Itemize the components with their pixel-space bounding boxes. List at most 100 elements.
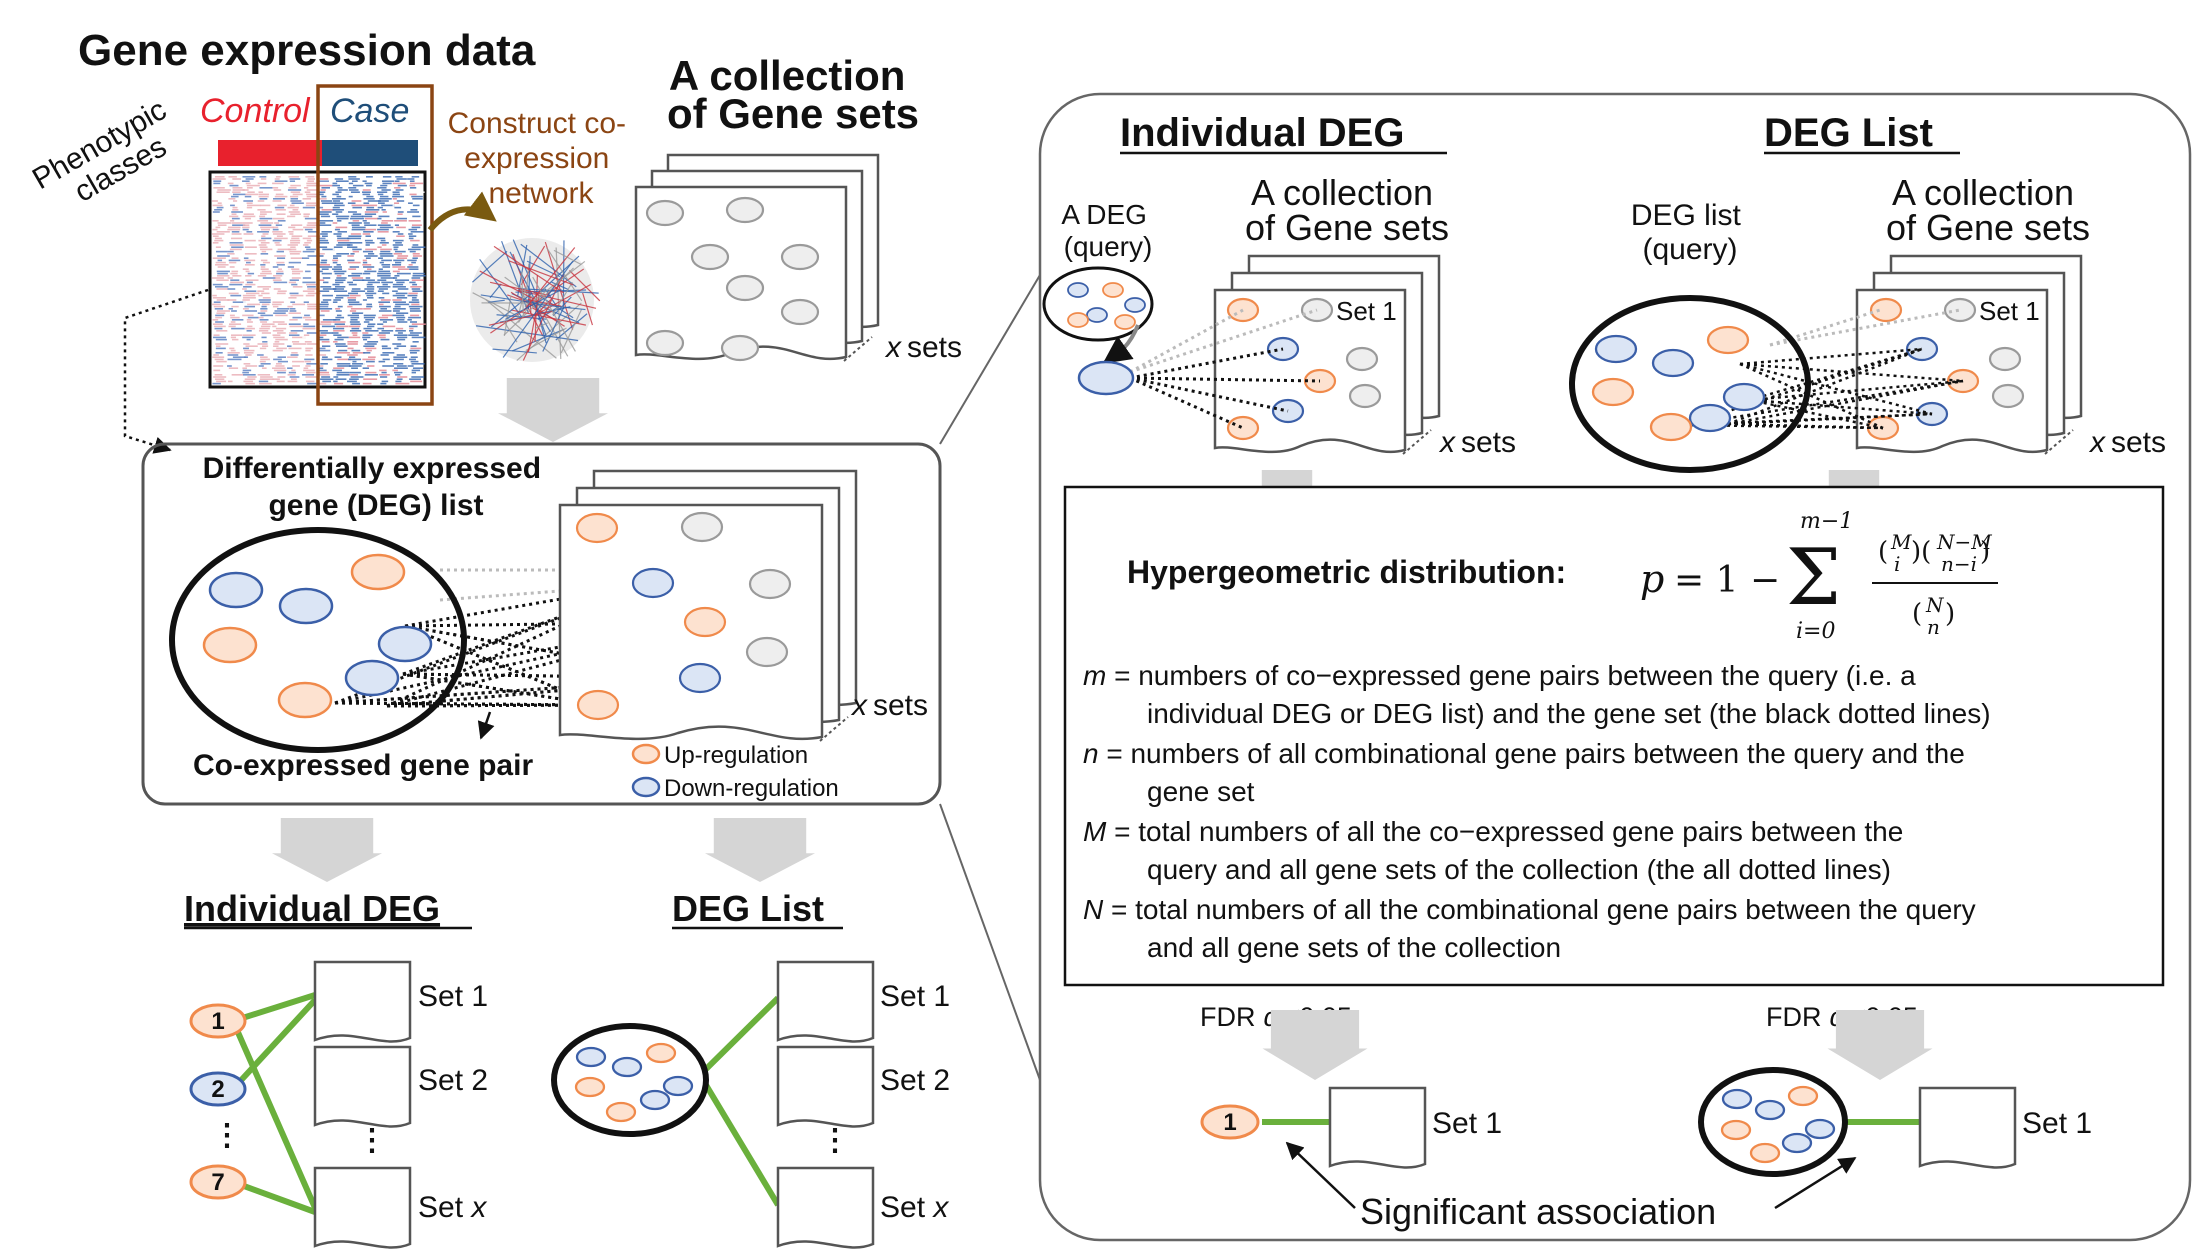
deg-gene bbox=[662, 1075, 694, 1097]
svg-text:i: i bbox=[1894, 552, 1900, 576]
legend-up-label: Up-regulation bbox=[664, 742, 808, 769]
definitions-list: m = numbers of co−expressed gene pairs b… bbox=[1083, 660, 1991, 963]
setx-label: Set x bbox=[418, 1191, 487, 1224]
phenotypic-classes-label: Phenotypic classes bbox=[27, 89, 195, 224]
right-list-network: Set 1 bbox=[1569, 254, 2083, 473]
gene-number: 1 bbox=[211, 1008, 224, 1035]
svg-text:N: N bbox=[1925, 593, 1945, 617]
right-individual-network: Set 1 bbox=[1042, 254, 1441, 455]
gene-node bbox=[189, 1164, 247, 1200]
grey-arrow-fdr-right bbox=[1827, 1010, 1933, 1080]
deg-gene bbox=[1706, 325, 1750, 355]
significant-pointer-right bbox=[1774, 1156, 1857, 1210]
significant-association-label: Significant association bbox=[1360, 1191, 1716, 1232]
gene-set-page bbox=[776, 1166, 875, 1249]
set1-label-list: Set 1 bbox=[1979, 296, 2040, 326]
gene-node bbox=[189, 1003, 247, 1039]
deg-query-gene bbox=[1077, 360, 1135, 396]
zoom-line-top bbox=[939, 274, 1041, 445]
result-list: Set 1 bbox=[1698, 1067, 2092, 1177]
svg-text:(: ( bbox=[1878, 537, 1888, 567]
deg-box-title: Differentially expressed gene (DEG) list bbox=[203, 452, 550, 522]
right-panel bbox=[1038, 92, 2192, 1242]
deg-gene bbox=[1649, 412, 1693, 442]
svg-text:= 1 −: = 1 − bbox=[1674, 560, 1780, 601]
deg-gene bbox=[1651, 348, 1695, 378]
definition-n-cont: gene set bbox=[1147, 776, 1255, 807]
deg-list-ellipse bbox=[169, 527, 467, 753]
legend-down-label: Down-regulation bbox=[664, 775, 839, 802]
gene-expression-title: Gene expression data bbox=[78, 26, 536, 75]
deg-gene bbox=[639, 1089, 671, 1111]
deg-gene bbox=[1749, 1142, 1781, 1164]
gene-set-stack-top bbox=[634, 153, 880, 362]
deg-gene bbox=[1594, 334, 1638, 364]
vertical-ellipsis: ⋮ bbox=[212, 1119, 242, 1152]
deg-gene bbox=[645, 1042, 677, 1064]
heatmap-to-deg-dotted bbox=[123, 288, 209, 454]
svg-text:): ) bbox=[1980, 537, 1990, 567]
vertical-ellipsis: ⋮ bbox=[820, 1124, 850, 1157]
grey-arrow-to-individual bbox=[272, 818, 382, 882]
svg-text:Σ: Σ bbox=[1786, 533, 1841, 623]
gene-set-page bbox=[776, 1045, 875, 1128]
deg-box bbox=[141, 442, 942, 806]
set2-label: Set 2 bbox=[880, 1064, 950, 1097]
svg-text:(: ( bbox=[1912, 599, 1922, 629]
gene-set-page bbox=[776, 960, 875, 1043]
case-class-bar bbox=[322, 140, 418, 166]
right-collection-title-right: A collection of Gene sets bbox=[1886, 172, 2090, 248]
vertical-ellipsis: ⋮ bbox=[357, 1124, 387, 1157]
svg-text:n: n bbox=[1927, 615, 1940, 639]
deg-gene bbox=[1781, 1132, 1813, 1154]
svg-text:m−1: m−1 bbox=[1800, 509, 1853, 534]
significant-pointer-left bbox=[1285, 1141, 1356, 1209]
deg-gene bbox=[1722, 382, 1766, 412]
deg-gene bbox=[377, 625, 433, 663]
definition-N-cont: and all gene sets of the collection bbox=[1147, 932, 1561, 963]
coexpressed-pair-label: Co-expressed gene pair bbox=[193, 749, 533, 782]
right-deg-list-title: DEG List bbox=[1764, 111, 1933, 155]
gene-number: 7 bbox=[211, 1169, 224, 1196]
case-label: Case bbox=[330, 92, 409, 130]
right-individual-deg-title: Individual DEG bbox=[1120, 111, 1404, 155]
setx-label: Set x bbox=[880, 1191, 949, 1224]
gene-set-page bbox=[313, 1045, 412, 1128]
to-network-arrow bbox=[427, 191, 497, 232]
svg-text:M: M bbox=[1890, 530, 1912, 554]
deg-gene bbox=[574, 1076, 606, 1098]
deg-gene bbox=[208, 571, 264, 609]
gene-number: 2 bbox=[211, 1076, 224, 1103]
legend-up-symbol bbox=[631, 743, 661, 765]
result-set1-label: Set 1 bbox=[1432, 1107, 1502, 1140]
svg-text:): ) bbox=[1945, 599, 1955, 629]
formula-box bbox=[1063, 485, 2165, 987]
deg-gene bbox=[605, 1101, 637, 1123]
deg-gene bbox=[575, 1046, 607, 1068]
grey-arrow-network-to-deg bbox=[498, 378, 608, 442]
result-gene-set-page bbox=[1918, 1086, 2017, 1169]
set2-label: Set 2 bbox=[418, 1064, 488, 1097]
deg-gene bbox=[1754, 1099, 1786, 1121]
gene-set-page bbox=[313, 960, 412, 1043]
grey-arrow-to-list bbox=[705, 818, 815, 882]
definition-n: n = numbers of all combinational gene pa… bbox=[1083, 738, 1965, 769]
deg-gene bbox=[1721, 1088, 1753, 1110]
definition-M: M = total numbers of all the co−expresse… bbox=[1083, 816, 1903, 847]
deg-gene bbox=[278, 587, 334, 625]
definition-N: N = total numbers of all the combination… bbox=[1083, 894, 1976, 925]
svg-text:n−i: n−i bbox=[1941, 552, 1977, 576]
deg-gene bbox=[344, 659, 400, 697]
deg-gene bbox=[1804, 1118, 1836, 1140]
deg-gene bbox=[350, 553, 406, 591]
legend-down-symbol bbox=[631, 776, 661, 798]
case-highlight-box bbox=[316, 84, 434, 406]
right-collection-title-left: A collection of Gene sets bbox=[1245, 172, 1449, 248]
deg-gene bbox=[611, 1056, 643, 1078]
